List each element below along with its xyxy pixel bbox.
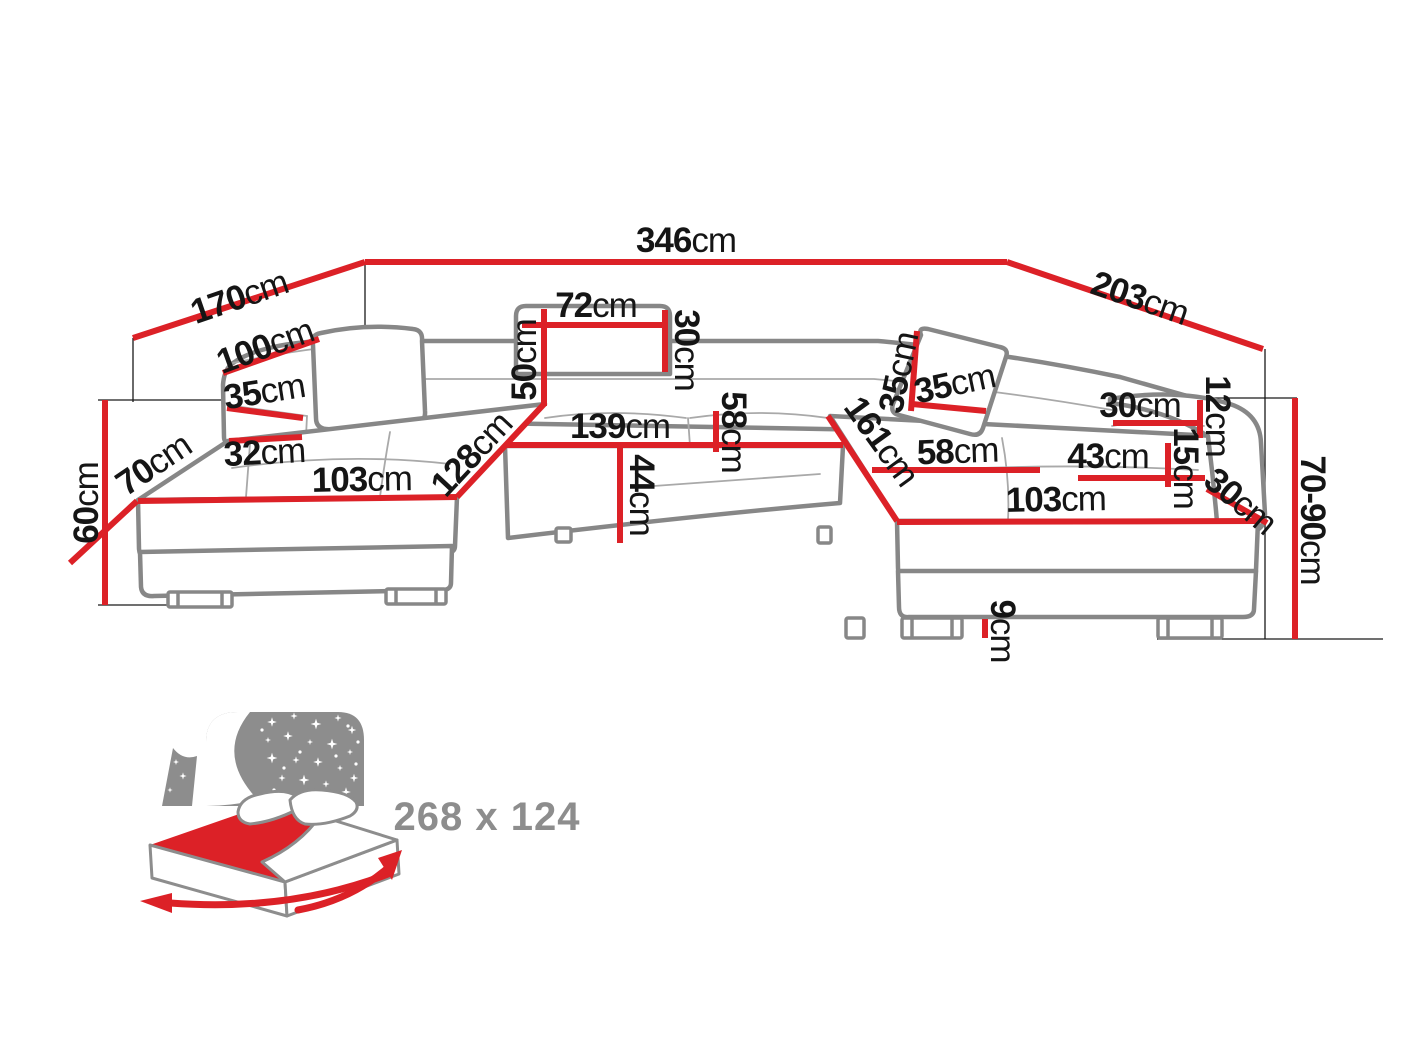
dim-right-armrest-length: 43cm	[1067, 437, 1149, 476]
dimension-lines	[67, 259, 1298, 639]
left-chaise-seams	[231, 431, 451, 498]
middle-seat-seams	[544, 412, 829, 488]
dim-value: 30	[1099, 386, 1136, 425]
dim-line-left-armrest-width	[226, 405, 304, 421]
dim-value: 60	[67, 506, 106, 543]
dim-unit: cm	[367, 459, 412, 499]
dim-right-pillow-height: 35cm	[871, 329, 926, 417]
dim-unit: cm	[953, 431, 999, 472]
dim-unit: cm	[1061, 479, 1106, 519]
dim-unit: cm	[1136, 386, 1181, 425]
middle-seat-front	[502, 443, 846, 541]
sleeping-function-icon: 268 x 124	[140, 712, 581, 918]
dim-line-right-pillow-width	[911, 401, 987, 414]
dim-value: 35	[871, 372, 917, 417]
dim-line-left-chaise-length	[137, 494, 458, 504]
sleeping-size-label: 268 x 124	[394, 795, 581, 839]
depth-arrow-head	[378, 850, 402, 880]
dim-value: 346	[636, 221, 692, 260]
dim-seat-height: 44cm	[622, 454, 661, 536]
dim-value: 9	[983, 599, 1022, 618]
right-chaise-base	[895, 568, 1259, 620]
dim-leg-height: 9cm	[983, 599, 1022, 662]
dim-unit: cm	[625, 407, 670, 446]
dim-unit: cm	[260, 431, 307, 472]
dim-unit: cm	[983, 618, 1022, 663]
dim-line-right-chaise-depth	[825, 414, 900, 523]
dim-value: 15	[1166, 427, 1205, 464]
bed-pillow-right	[288, 788, 359, 826]
dim-unit: cm	[622, 491, 661, 536]
dim-back-width: 346cm	[636, 221, 736, 260]
dim-value: 103	[1005, 480, 1062, 520]
dim-line-right-side-width	[1006, 259, 1264, 352]
headboard-wing	[162, 748, 197, 806]
headboard-swoosh	[206, 712, 258, 806]
dim-line-armrest-corner	[1205, 486, 1269, 526]
dim-unit: cm	[67, 462, 106, 507]
dim-value: 50	[505, 363, 544, 400]
dim-value: 70-90	[1293, 455, 1332, 540]
dim-unit: cm	[1104, 437, 1149, 476]
dim-value: 43	[1067, 437, 1104, 476]
dim-right-chaise-length: 103cm	[1005, 479, 1106, 520]
dim-unit: cm	[592, 286, 637, 325]
dim-unit: cm	[1166, 464, 1205, 509]
dim-headrest-width: 72cm	[555, 286, 637, 325]
dim-value: 35	[911, 365, 956, 411]
dim-unit: cm	[667, 346, 706, 391]
dim-left-height: 60cm	[67, 462, 106, 544]
dim-left-armrest-width: 35cm	[221, 366, 308, 417]
dim-value: 58	[916, 432, 955, 472]
dim-line-left-armrest-front	[228, 434, 303, 444]
dim-value: 103	[311, 460, 368, 500]
headboard	[206, 712, 364, 806]
dim-value: 12	[1198, 375, 1237, 412]
dim-armrest-side: 15cm	[1166, 427, 1205, 509]
width-arrow-head	[140, 893, 172, 913]
dim-value: 35	[221, 373, 264, 417]
dim-headrest-depth: 30cm	[667, 309, 706, 391]
dim-value: 139	[570, 407, 626, 446]
dim-unit: cm	[257, 366, 307, 412]
dim-middle-seat-depth: 58cm	[714, 391, 753, 473]
dim-armrest-drop: 12cm	[1198, 375, 1237, 457]
dim-unit: cm	[691, 221, 736, 260]
dim-value: 72	[555, 286, 592, 325]
dim-value: 44	[622, 454, 661, 492]
dim-unit: cm	[1293, 540, 1332, 585]
dim-headrest-height: 50cm	[505, 319, 544, 401]
dim-line-left-side-width	[132, 259, 366, 341]
dim-value: 32	[223, 433, 262, 474]
dim-unit: cm	[1198, 412, 1237, 457]
dim-left-armrest-front: 32cm	[223, 431, 307, 474]
depth-arrow	[294, 862, 394, 914]
dim-right-side-width: 203cm	[1086, 263, 1193, 332]
dim-right-seat-depth: 58cm	[916, 431, 999, 473]
dim-unit: cm	[714, 428, 753, 473]
dim-unit: cm	[947, 356, 999, 403]
dim-value: 58	[714, 391, 753, 428]
dim-middle-seat-width: 139cm	[570, 407, 670, 446]
dim-unit: cm	[505, 319, 544, 364]
left-pillow	[310, 324, 428, 433]
dim-line-right-pillow-height	[908, 330, 920, 412]
dim-left-chaise-length: 103cm	[311, 459, 412, 500]
dim-right-armrest-top: 30cm	[1099, 386, 1181, 425]
dim-total-height-range: 70-90cm	[1293, 455, 1332, 584]
dim-line-left-armrest-length	[221, 336, 321, 376]
dim-line-right-chaise-length	[896, 518, 1258, 525]
sofa-legs	[166, 525, 1224, 640]
dim-value: 30	[667, 309, 706, 346]
dim-unit: cm	[879, 329, 926, 381]
dim-line-left-chaise-depth	[454, 400, 548, 500]
dim-right-pillow-width: 35cm	[911, 356, 999, 411]
